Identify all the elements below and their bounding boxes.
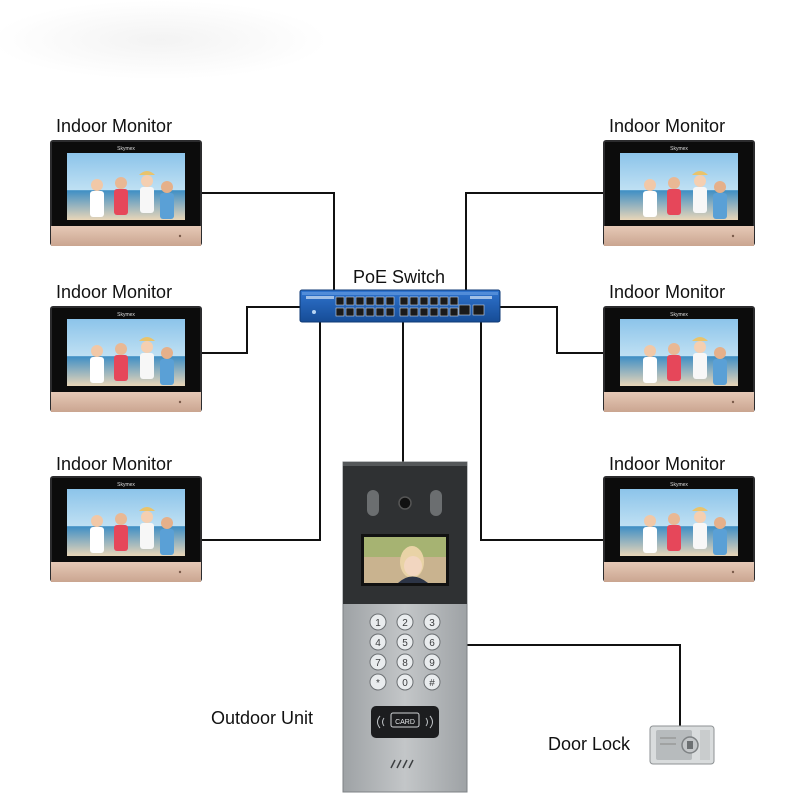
keypad-key bbox=[369, 673, 387, 691]
monitor-brand-1: Skymex bbox=[117, 146, 135, 152]
indoor-monitor-4: Skymex bbox=[603, 140, 755, 246]
monitor-label-2: Indoor Monitor bbox=[56, 282, 173, 302]
switch-port bbox=[335, 307, 345, 317]
wire-monitor-1 bbox=[202, 192, 335, 295]
switch-port bbox=[429, 296, 439, 306]
switch-port bbox=[419, 307, 429, 317]
switch-port bbox=[419, 296, 429, 306]
wire-monitor-4 bbox=[465, 192, 603, 293]
keypad-key bbox=[423, 653, 441, 671]
wiring bbox=[202, 192, 681, 726]
keypad-key-label: * bbox=[376, 678, 380, 689]
monitor-label-6: Indoor Monitor bbox=[609, 454, 726, 474]
keypad-key-label: 3 bbox=[429, 618, 435, 629]
switch-port bbox=[365, 307, 375, 317]
keypad-key bbox=[396, 613, 414, 631]
bottom-speaker-grille bbox=[390, 759, 414, 769]
monitor-label-1: Indoor Monitor bbox=[56, 116, 173, 136]
indoor-monitor-3: Skymex bbox=[50, 476, 202, 582]
outdoor-unit: 1 2 3 4 5 6 7 8 9 * 0 # CARD bbox=[342, 461, 468, 793]
switch-port bbox=[355, 307, 365, 317]
door-lock-label: Door Lock bbox=[548, 734, 631, 754]
switch-uplink-port bbox=[472, 304, 485, 316]
keypad-key bbox=[396, 633, 414, 651]
switch-port bbox=[385, 296, 395, 306]
keypad-key-label: 7 bbox=[375, 658, 381, 669]
indoor-monitor-6: Skymex bbox=[603, 476, 755, 582]
keypad-key-label: 4 bbox=[375, 638, 381, 649]
keypad-key bbox=[396, 673, 414, 691]
switch-port bbox=[335, 296, 345, 306]
keypad-key bbox=[423, 613, 441, 631]
monitor-brand-6: Skymex bbox=[670, 482, 688, 488]
switch-uplink-port bbox=[458, 304, 471, 316]
switch-port bbox=[345, 296, 355, 306]
keypad-key-label: 0 bbox=[402, 678, 408, 689]
poe-switch-label: PoE Switch bbox=[353, 267, 446, 287]
switch-port bbox=[365, 296, 375, 306]
keypad-key-label: 5 bbox=[402, 638, 408, 649]
switch-port bbox=[375, 296, 385, 306]
switch-port bbox=[439, 296, 449, 306]
wire-monitor-3 bbox=[202, 322, 321, 541]
keypad-key-label: 9 bbox=[429, 658, 435, 669]
switch-port bbox=[439, 307, 449, 317]
wire-monitor-6 bbox=[480, 322, 603, 541]
outdoor-unit-label: Outdoor Unit bbox=[211, 708, 314, 728]
switch-port bbox=[409, 296, 419, 306]
wire-monitor-5 bbox=[500, 306, 603, 354]
monitor-label-3: Indoor Monitor bbox=[56, 454, 173, 474]
poe-switch bbox=[299, 289, 501, 323]
card-label: CARD bbox=[395, 719, 415, 726]
card-reader bbox=[371, 706, 439, 738]
switch-port bbox=[345, 307, 355, 317]
wire-door-lock bbox=[467, 644, 681, 726]
switch-port bbox=[429, 307, 439, 317]
keypad-key bbox=[369, 653, 387, 671]
speaker-slot-left bbox=[367, 490, 379, 516]
switch-port bbox=[375, 307, 385, 317]
switch-port bbox=[399, 296, 409, 306]
monitor-label-4: Indoor Monitor bbox=[609, 116, 726, 136]
keypad-key bbox=[423, 673, 441, 691]
keypad-key bbox=[369, 613, 387, 631]
keypad-key-label: 8 bbox=[402, 658, 408, 669]
indoor-monitor-5: Skymex bbox=[603, 306, 755, 412]
speaker-slot-right bbox=[430, 490, 442, 516]
switch-port bbox=[449, 296, 459, 306]
switch-port bbox=[409, 307, 419, 317]
keypad-key-label: 1 bbox=[375, 618, 381, 629]
camera-lens bbox=[398, 496, 412, 510]
switch-port bbox=[449, 307, 459, 317]
monitor-brand-3: Skymex bbox=[117, 482, 135, 488]
switch-port bbox=[385, 307, 395, 317]
background-smudge bbox=[0, 0, 330, 80]
keypad-key bbox=[423, 633, 441, 651]
monitor-label-5: Indoor Monitor bbox=[609, 282, 726, 302]
indoor-monitor-1: Skymex bbox=[50, 140, 202, 246]
indoor-monitor-2: Skymex bbox=[50, 306, 202, 412]
switch-port bbox=[399, 307, 409, 317]
keypad-key-label: 2 bbox=[402, 618, 408, 629]
wire-monitor-2 bbox=[202, 306, 301, 354]
keypad-key-label: 6 bbox=[429, 638, 435, 649]
keypad-key bbox=[396, 653, 414, 671]
door-lock bbox=[649, 725, 715, 765]
monitor-brand-2: Skymex bbox=[117, 312, 135, 318]
switch-port bbox=[355, 296, 365, 306]
keypad-key bbox=[369, 633, 387, 651]
keypad-key-label: # bbox=[429, 678, 435, 689]
monitor-brand-4: Skymex bbox=[670, 146, 688, 152]
monitor-brand-5: Skymex bbox=[670, 312, 688, 318]
